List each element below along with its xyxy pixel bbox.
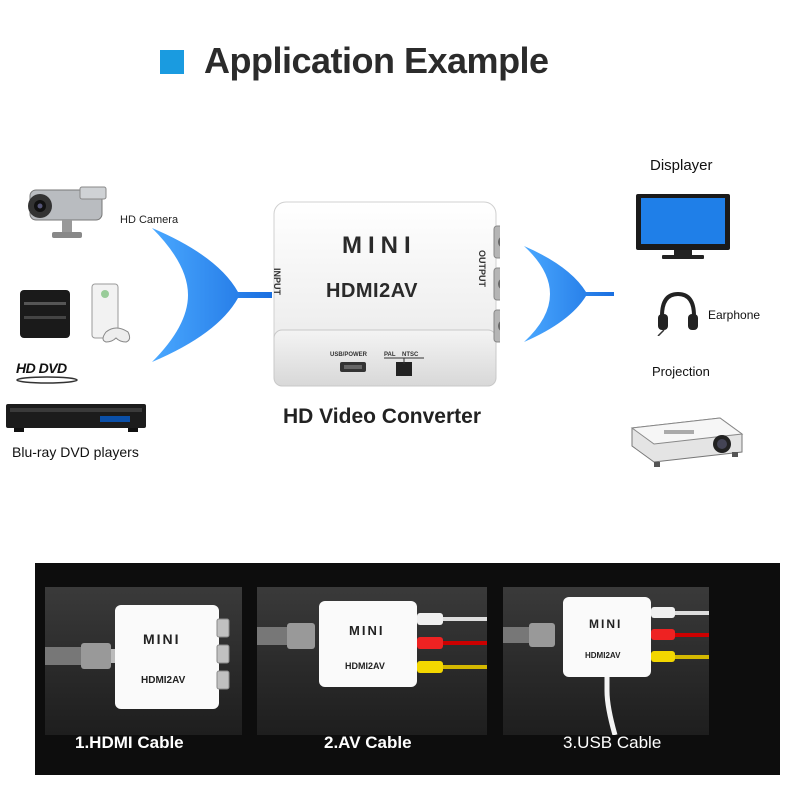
step-2-photo: MINI HDMI2AV bbox=[257, 587, 487, 735]
hdmi-cable-icon bbox=[45, 643, 125, 669]
headphone-icon bbox=[657, 291, 698, 336]
hd-dvd-logo-swoosh bbox=[16, 376, 78, 384]
converter-model: HDMI2AV bbox=[326, 280, 419, 302]
step-1-rca-jacks-icon bbox=[216, 618, 230, 690]
title-bullet-square bbox=[160, 50, 184, 74]
earphone-label: Earphone bbox=[708, 308, 761, 322]
game-console-icon bbox=[20, 283, 131, 343]
hd-dvd-logo: HD DVD bbox=[16, 360, 67, 376]
step-1-converter-box bbox=[115, 605, 219, 709]
step-1-photo: MINI HDMI2AV bbox=[45, 587, 242, 735]
step-3-label: 3.USB Cable bbox=[563, 733, 662, 752]
connection-steps-panel: MINI HDMI2AV 1.HDMI Cable MINI HDMI2AV 2… bbox=[35, 563, 780, 775]
step-3-converter-box bbox=[563, 597, 651, 677]
step-1-label: 1.HDMI Cable bbox=[75, 733, 184, 752]
step-1-brand: MINI bbox=[143, 631, 181, 647]
bluray-label: Blu-ray DVD players bbox=[12, 444, 139, 460]
step-2-model: HDMI2AV bbox=[345, 661, 385, 671]
hd-camera-icon bbox=[28, 186, 107, 238]
av-cable-icon bbox=[257, 613, 487, 673]
bluray-player-icon bbox=[6, 404, 146, 432]
projection-label: Projection bbox=[652, 364, 710, 379]
converter-brand: MINI bbox=[342, 232, 417, 259]
output-arrow-icon bbox=[524, 246, 614, 342]
step-2-converter-box bbox=[319, 601, 417, 687]
step-2-brand: MINI bbox=[349, 623, 385, 638]
usb-power-label: USB/POWER bbox=[330, 352, 368, 358]
step-2-label: 2.AV Cable bbox=[324, 733, 412, 752]
displayer-label: Displayer bbox=[650, 157, 713, 174]
converter-output-label: OUTPUT bbox=[477, 250, 487, 287]
usb-cable-icon bbox=[503, 607, 709, 735]
converter-box-illustration bbox=[273, 201, 500, 387]
tv-monitor-icon bbox=[636, 194, 730, 259]
converter-caption: HD Video Converter bbox=[283, 405, 481, 428]
converter-input-label: INPUT bbox=[272, 268, 282, 295]
step-3-brand: MINI bbox=[589, 617, 623, 631]
pal-label: PAL bbox=[384, 352, 396, 358]
ntsc-label: NTSC bbox=[402, 352, 419, 358]
input-arrow-icon bbox=[152, 228, 272, 362]
projector-icon bbox=[630, 417, 744, 467]
step-3-photo: MINI HDMI2AV bbox=[503, 587, 709, 735]
step-3-model: HDMI2AV bbox=[585, 651, 621, 660]
page-title: Application Example bbox=[204, 40, 549, 81]
step-1-model: HDMI2AV bbox=[141, 675, 186, 686]
hd-camera-label: HD Camera bbox=[120, 214, 179, 226]
